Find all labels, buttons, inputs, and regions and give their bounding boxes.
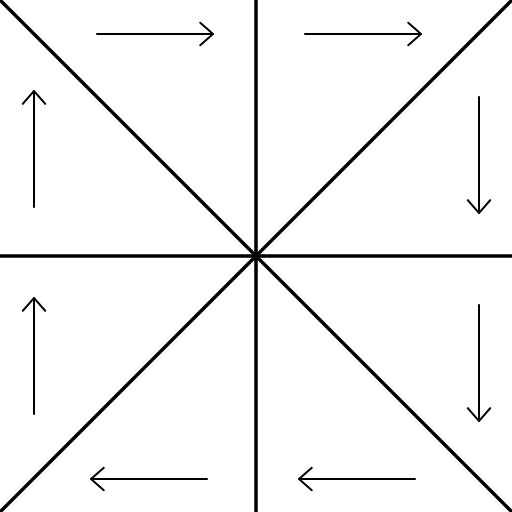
arrows-group [21,21,492,492]
arrow-head [21,90,47,105]
arrow-top-right [304,21,422,47]
arrow-left-upper [21,90,47,208]
arrow-head [21,297,47,312]
arrow-head [407,21,422,47]
arrow-head [466,199,492,214]
arrow-head [199,21,214,47]
arrow-bottom-right [298,466,416,492]
arrow-bottom-left [90,466,208,492]
arrow-head [298,466,313,492]
arrow-right-lower [466,304,492,422]
arrow-head [90,466,105,492]
arrow-left-lower [21,297,47,415]
arrow-right-upper [466,96,492,214]
arrow-top-left [96,21,214,47]
arrow-head [466,407,492,422]
